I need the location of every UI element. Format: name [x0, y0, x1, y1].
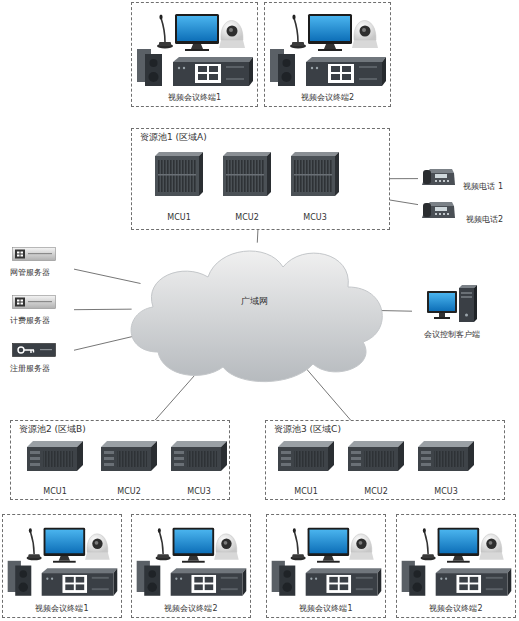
terminal-group: 视频会议终端2	[396, 514, 516, 618]
terminal-group: 视频会议终端1	[131, 2, 258, 107]
link-line	[390, 178, 418, 179]
node-label: MCU2	[219, 213, 275, 223]
link-line	[257, 230, 259, 243]
control-client: 会议控制客户端	[412, 284, 492, 340]
node-label: 广域网	[118, 296, 390, 307]
mcu-icon	[348, 441, 404, 471]
node-label: 视频会议终端2	[397, 604, 515, 614]
mcu-server: MCU1	[151, 151, 207, 223]
link-line	[74, 309, 132, 311]
terminal-group: 视频会议终端2	[264, 2, 391, 107]
terminal-group: 视频会议终端1	[266, 514, 386, 618]
mcu-server: MCU1	[23, 439, 87, 497]
mcu-server: MCU2	[97, 439, 161, 497]
node-label: 视频电话2	[466, 215, 503, 225]
node-label: 会议控制客户端	[412, 330, 492, 340]
server: 注册服务器	[8, 342, 74, 374]
server-icon	[13, 248, 56, 261]
mcu-icon	[155, 152, 203, 196]
phone-icon	[422, 169, 455, 185]
mcu-icon	[101, 441, 157, 471]
node-label: 视频会议终端1	[132, 93, 257, 103]
node-label: 网管服务器	[10, 268, 50, 278]
cloud-outline	[131, 251, 382, 382]
mcu-icon	[291, 152, 339, 196]
node-label: 视频会议终端1	[3, 604, 121, 614]
link-line	[305, 367, 350, 420]
terminal-group: 视频会议终端1	[2, 514, 122, 618]
node-label: 视频会议终端2	[132, 604, 250, 614]
wan-cloud: 广域网	[118, 232, 390, 384]
terminal-icons	[272, 528, 382, 596]
mcu-icon	[171, 441, 227, 471]
node-label: MCU3	[414, 487, 478, 497]
node-label: 计费服务器	[10, 316, 50, 326]
node-label: MCU1	[23, 487, 87, 497]
node-label: 资源池2 (区域B)	[19, 424, 86, 435]
resource-pool: MCU1 MCU2 MCU3 资源池1 (区域A)	[131, 128, 390, 230]
server-icon	[13, 344, 56, 357]
terminal-icons	[270, 14, 386, 86]
mcu-icon	[27, 441, 83, 471]
node-label: 资源池3 (区域C)	[274, 424, 341, 435]
node-label: MCU1	[274, 487, 338, 497]
node-label: MCU3	[167, 487, 231, 497]
node-label: 视频电话 1	[463, 182, 503, 192]
mcu-server: MCU3	[414, 439, 478, 497]
pc-icon	[427, 285, 477, 322]
mcu-server: MCU2	[219, 151, 275, 223]
video-phone: 视频电话2	[418, 198, 503, 225]
mcu-server: MCU1	[274, 439, 338, 497]
node-label: 资源池1 (区域A)	[140, 132, 207, 143]
terminal-icons	[402, 528, 512, 596]
node-label: 视频会议终端1	[267, 604, 385, 614]
terminal-group: 视频会议终端2	[131, 514, 251, 618]
video-phone: 视频电话 1	[418, 165, 503, 192]
terminal-icons	[137, 528, 247, 596]
resource-pool: MCU1 MCU2 MCU3 资源池3 (区域C)	[265, 420, 505, 500]
phone-icon	[422, 202, 455, 218]
node-label: MCU1	[151, 213, 207, 223]
mcu-icon	[223, 152, 271, 196]
server: 计费服务器	[8, 294, 74, 326]
link-line	[390, 200, 418, 205]
mcu-server: MCU2	[344, 439, 408, 497]
server: 网管服务器	[8, 246, 74, 278]
node-label: 视频会议终端2	[265, 93, 390, 103]
terminal-icons	[137, 14, 253, 86]
resource-pool: MCU1 MCU2 MCU3 资源池2 (区域B)	[10, 420, 230, 500]
node-label: MCU2	[97, 487, 161, 497]
server-icon	[13, 296, 56, 309]
mcu-icon	[278, 441, 334, 471]
node-label: MCU2	[344, 487, 408, 497]
node-label: 注册服务器	[10, 364, 50, 374]
node-label: MCU3	[287, 213, 343, 223]
mcu-server: MCU3	[167, 439, 231, 497]
cloud-shape	[118, 232, 390, 384]
mcu-server: MCU3	[287, 151, 343, 223]
link-line	[74, 269, 141, 283]
mcu-icon	[418, 441, 474, 471]
terminal-icons	[8, 528, 118, 596]
